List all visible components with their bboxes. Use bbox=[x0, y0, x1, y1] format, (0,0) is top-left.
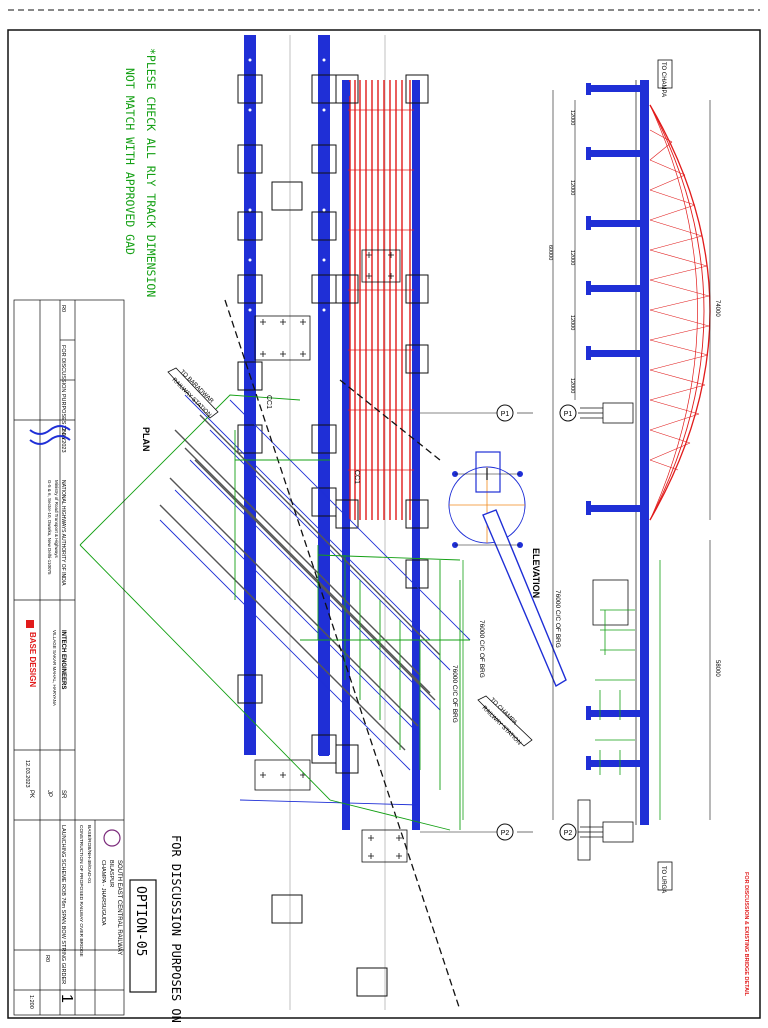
note-red: FOR DISCUSSION & EXISTING BRIDGE DETAIL bbox=[743, 872, 749, 997]
elevation-title: ELEVATION bbox=[531, 548, 541, 598]
elevation-view: P1 P2 74000 58000 12000 12000 12000 1200… bbox=[531, 59, 749, 997]
railway-section: CHAMPA - JHARSUGUDA bbox=[100, 860, 106, 926]
girder-left bbox=[244, 35, 256, 755]
designer-logo: BASE DESIGN bbox=[26, 620, 37, 687]
bow-string-arch bbox=[649, 104, 711, 521]
note-discussion: FOR DISCUSSION PURPOSES ONLY bbox=[169, 835, 183, 1024]
deck-cross-beams bbox=[349, 80, 411, 520]
dim-a: 12000 bbox=[569, 110, 575, 125]
arrow-to-champa: TO CHAMPA bbox=[657, 59, 673, 97]
crane-plan bbox=[448, 451, 567, 688]
arrow-baradwar: TO BARADWAR RAILWAY STATION bbox=[167, 367, 219, 419]
railway-division: BILASPUR bbox=[108, 860, 114, 887]
svg-text:TO CHAMPA: TO CHAMPA bbox=[660, 62, 666, 97]
grid-bubble-p2 bbox=[496, 823, 514, 841]
label-span-plan-b: 76000 C/C OF BRG bbox=[451, 665, 458, 723]
label-p2-elevation: P2 bbox=[564, 830, 573, 837]
label-p1-elevation: P1 bbox=[564, 411, 573, 418]
drawing-date: 12.03.2023 bbox=[24, 760, 30, 788]
option-label: OPTION-05 bbox=[133, 886, 148, 956]
arrow-champa-station: TO CHAMPA RAILWAY STATION bbox=[477, 695, 533, 747]
girder-inner bbox=[342, 80, 350, 830]
drawing-number: BASE/ROB/NH-49/GAD-01 bbox=[86, 825, 92, 884]
dim-e: 12000 bbox=[569, 378, 575, 393]
label-p2: P2 bbox=[501, 830, 510, 837]
arrow-to-urga: TO URGA bbox=[657, 861, 673, 893]
designer-name: BASE DESIGN bbox=[28, 632, 37, 687]
current-revision: R0 bbox=[44, 955, 50, 962]
label-cc1: CC1 bbox=[265, 395, 272, 409]
title-block bbox=[13, 299, 125, 1016]
sheet-border bbox=[7, 29, 761, 1019]
rev-number: R0 bbox=[60, 305, 66, 312]
dim-d: 12000 bbox=[569, 315, 575, 330]
drawing-scale: 1:200 bbox=[28, 995, 34, 1009]
plan-view: P1 P2 *PLESE CHECK ALL RLY TRACK DIMENSI… bbox=[79, 35, 567, 1011]
deck-girder bbox=[640, 80, 649, 825]
label-cc1-b: CC1 bbox=[353, 470, 360, 484]
contractor-name: INTECH ENGINEERS bbox=[60, 630, 66, 689]
dim-f: 60000 bbox=[547, 245, 553, 260]
note-not-match-gad: NOT MATCH WITH APPROVED GAD bbox=[123, 68, 137, 255]
dim-c: 12000 bbox=[569, 250, 575, 265]
client-emblem bbox=[29, 425, 71, 445]
grid-bubble-p1 bbox=[496, 404, 514, 422]
rev-date: 12.03.2023 bbox=[60, 425, 66, 453]
label-span-plan: 76000 C/C OF BRG bbox=[478, 620, 485, 678]
note-check-dimensions: *PLESE CHECK ALL RLY TRACK DIMENSION bbox=[144, 48, 158, 297]
option-box bbox=[129, 879, 157, 993]
project-title: CONSTRUCTION OF PROPOSED RAILWAY OVER BR… bbox=[78, 825, 84, 957]
label-span-elevation: 76000 C/C OF BRG bbox=[554, 590, 561, 648]
bolt-markers bbox=[260, 252, 402, 859]
temporary-trestles bbox=[595, 560, 661, 820]
girder-right bbox=[412, 80, 420, 830]
label-p1: P1 bbox=[501, 411, 510, 418]
client-name: NATIONAL HIGHWAYS AUTHORITY OF INDIA bbox=[60, 480, 66, 586]
contractor-address: VILLAGE SAKAR MAHAL, HARYANA bbox=[52, 630, 57, 706]
girder-middle bbox=[318, 35, 330, 755]
trestle-supports bbox=[586, 83, 640, 770]
dim-bottom: 58000 bbox=[714, 660, 720, 677]
dim-top: 74000 bbox=[714, 300, 720, 317]
drawing-title: LAUNCHING SCHEME ROB 76m SPAN BOW STRING… bbox=[60, 825, 66, 984]
support-blocks bbox=[237, 74, 429, 997]
drawn-by: SR bbox=[60, 790, 66, 799]
rev-description: FOR DISCUSSION PURPOSES ONLY bbox=[60, 345, 66, 441]
dim-b: 12000 bbox=[569, 180, 575, 195]
client-address: G-5 & 6, Sector-10, Dwarka, New Delhi-11… bbox=[47, 480, 52, 575]
approved-by: PK bbox=[28, 790, 34, 798]
client-ministry: Ministry of Road Transport & Highways bbox=[54, 480, 59, 559]
svg-text:TO URGA: TO URGA bbox=[660, 866, 666, 893]
plan-title: PLAN bbox=[141, 427, 151, 452]
track-boundaries bbox=[79, 394, 470, 831]
sheet-number: 1 bbox=[58, 994, 75, 1003]
railway-emblem bbox=[103, 829, 121, 847]
rail-tracks bbox=[159, 394, 471, 806]
piers bbox=[577, 402, 634, 861]
checked-by: JP bbox=[46, 790, 52, 797]
railway-zone: SOUTH EAST CENTRAL RAILWAY bbox=[116, 860, 122, 955]
